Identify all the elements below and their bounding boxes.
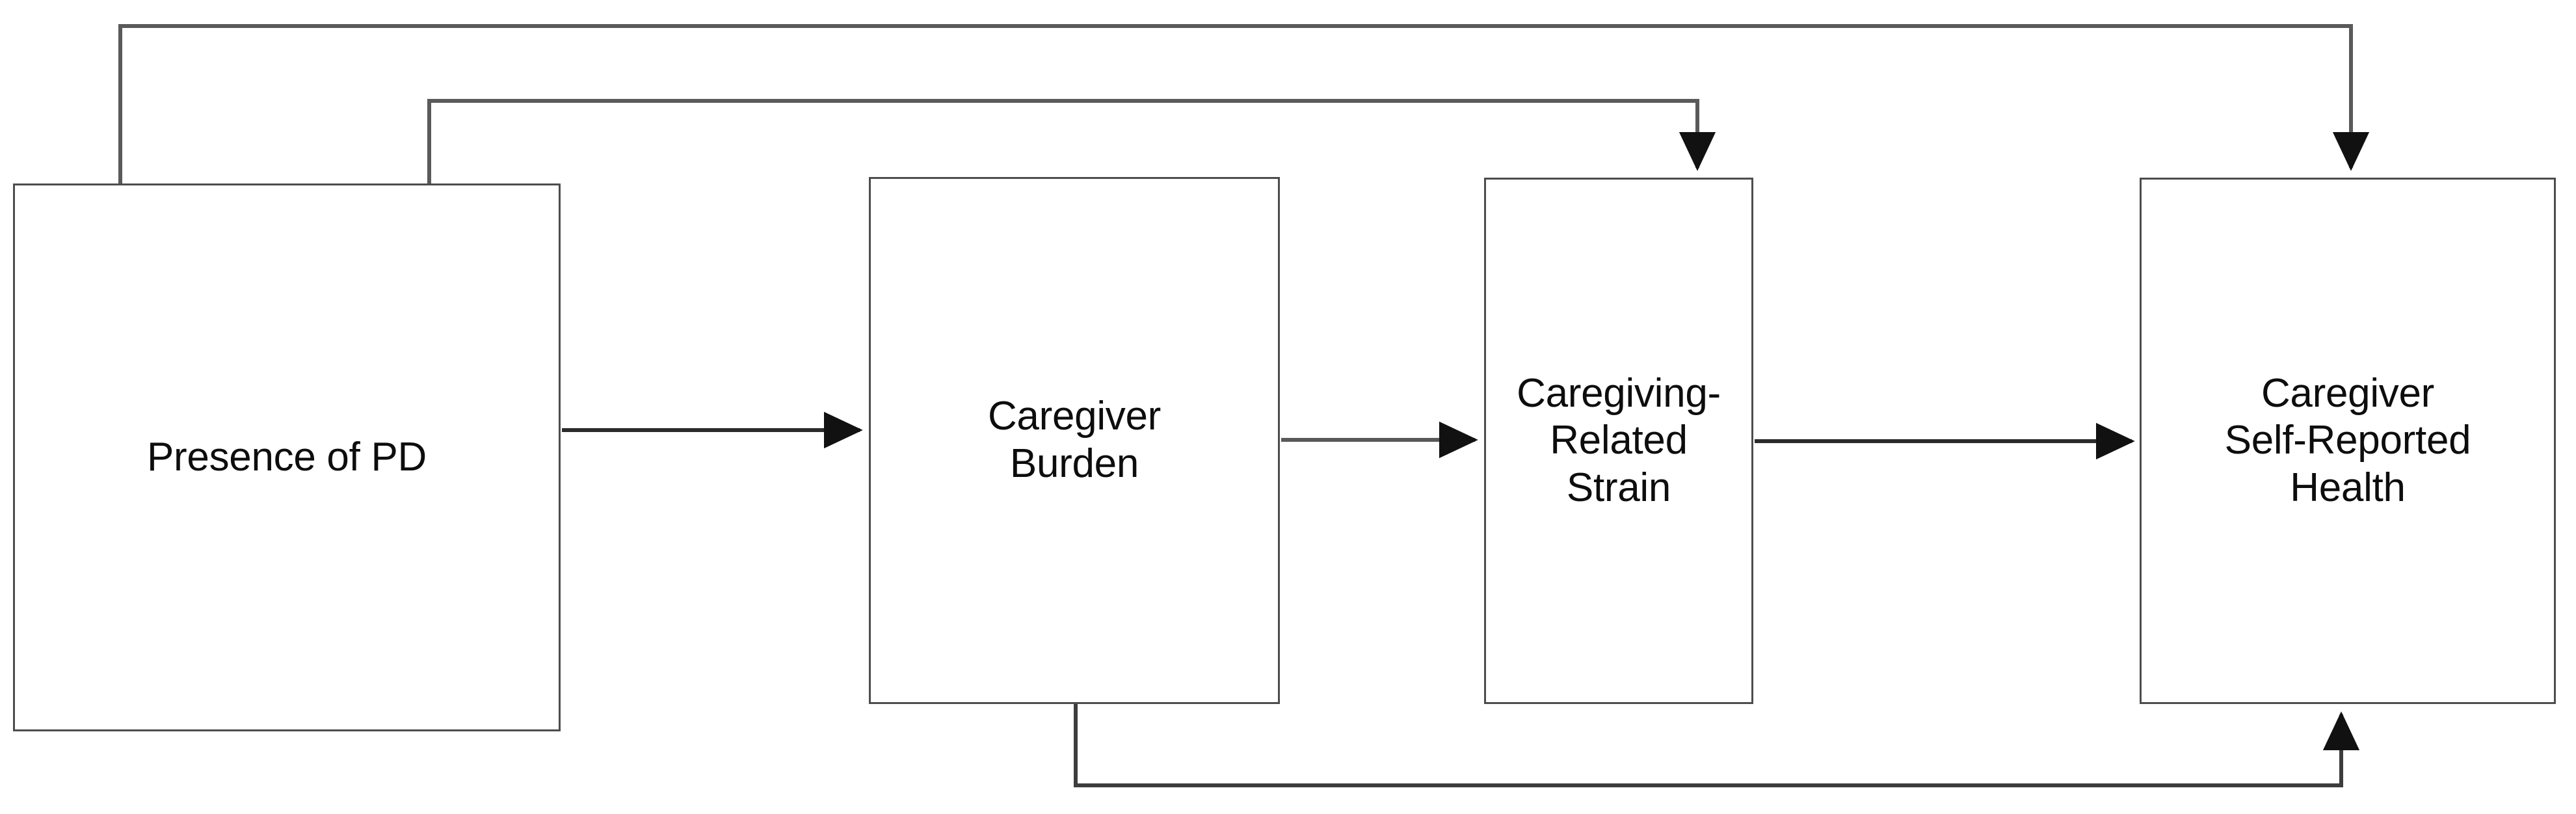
edge-pd-to-health <box>118 24 2370 183</box>
node-label-caregiving-related-strain: Caregiving- Related Strain <box>1517 370 1721 510</box>
edge-burden-to-health <box>1074 704 2360 787</box>
node-label-caregiver-burden: Caregiver Burden <box>987 394 1162 486</box>
node-presence-of-pd[interactable]: Presence of PD <box>13 183 561 731</box>
edge-pd-to-strain <box>427 99 1716 183</box>
node-caregiver-self-reported-health[interactable]: Caregiver Self-Reported Health <box>2140 178 2556 704</box>
node-label-caregiver-self-reported-health: Caregiver Self-Reported Health <box>2224 370 2471 510</box>
node-caregiving-related-strain[interactable]: Caregiving- Related Strain <box>1484 178 1753 704</box>
node-label-presence-of-pd: Presence of PD <box>146 434 427 480</box>
node-caregiver-burden[interactable]: Caregiver Burden <box>869 177 1280 704</box>
